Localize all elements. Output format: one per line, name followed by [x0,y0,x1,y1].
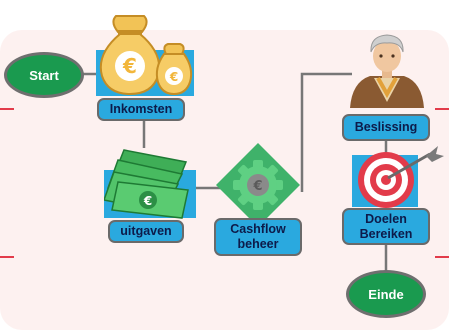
goals-label-box[interactable]: Doelen Bereiken [342,208,430,245]
money-bags-euro-icon: € € [99,15,193,96]
cashflow-label-line2: beheer [237,237,279,251]
right-edge-marker-top [435,108,449,110]
decision-label: Beslissing [354,120,418,134]
thinking-person-icon [350,34,424,108]
euro-gear-icon: € [216,143,300,227]
right-edge-marker-bottom [435,256,449,258]
svg-text:€: € [169,70,178,84]
left-edge-marker-top [0,108,14,110]
cashflow-label-box[interactable]: Cashflow beheer [214,218,302,256]
target-arrow-icon [358,146,444,208]
start-node[interactable]: Start [4,52,84,98]
income-label-box[interactable]: Inkomsten [97,98,185,121]
left-edge-marker-bottom [0,256,14,258]
decision-label-box[interactable]: Beslissing [342,114,430,141]
end-node[interactable]: Einde [346,270,426,318]
goals-label-line2: Bereiken [359,226,413,241]
end-label: Einde [368,286,404,302]
cashflow-label-line1: Cashflow [230,222,286,236]
banknotes-euro-icon: € [104,149,189,219]
connector-cashflow-decision [300,72,352,192]
expenses-label: uitgaven [120,224,172,238]
expenses-label-box[interactable]: uitgaven [108,220,184,243]
svg-text:€: € [122,54,137,78]
goals-label-line1: Doelen [365,211,407,226]
svg-text:€: € [252,179,262,194]
start-label: Start [29,67,59,83]
connector-lines [82,72,388,272]
income-label: Inkomsten [109,102,173,116]
svg-text:€: € [143,194,152,208]
